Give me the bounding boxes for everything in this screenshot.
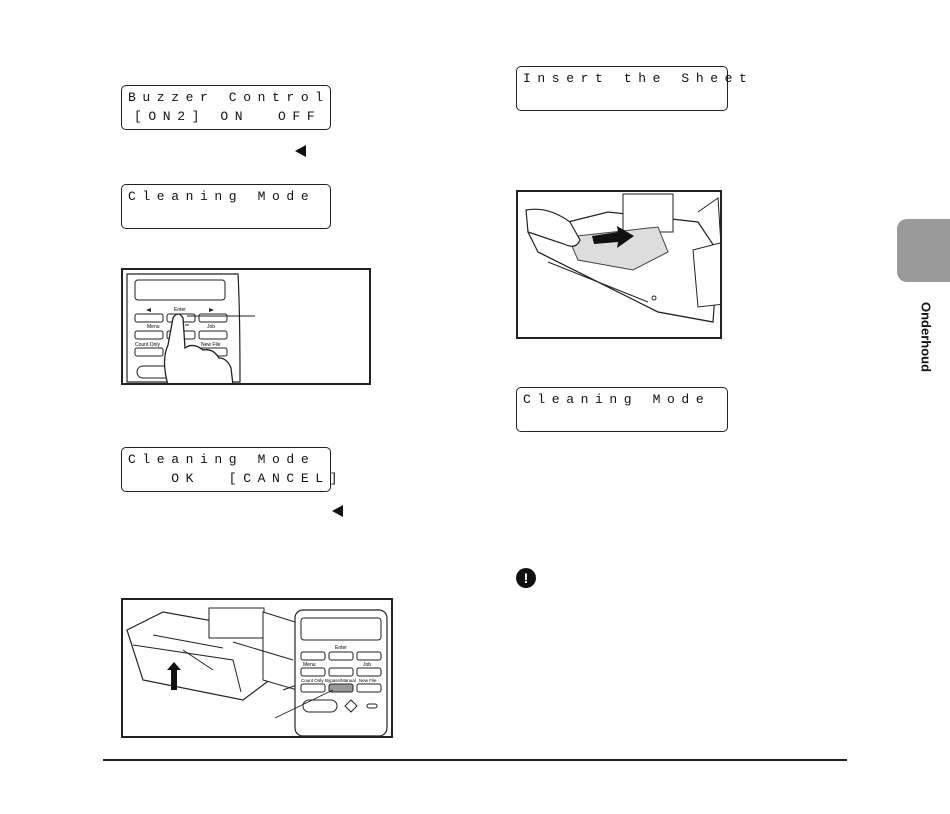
insert-sheet-illustration (518, 192, 722, 339)
illustration-scanner-tray: Enter Menu Job Count Only Bypass/Manual … (121, 598, 393, 738)
lcd-line-2: OK [CANCEL] (128, 471, 344, 486)
section-tab (897, 219, 950, 282)
new-file-label: New File (359, 678, 377, 683)
lcd-line-1: Insert the Sheet (523, 71, 753, 86)
lcd-insert-sheet: Insert the Sheet (516, 66, 728, 111)
new-file-label: New File (201, 342, 221, 348)
footer-divider (103, 759, 847, 761)
lcd-line-2: [ON2] ON OFF (134, 109, 321, 124)
keypad-illustration: Enter Menu Job Count Only New File (123, 270, 371, 385)
job-key-label: Job (207, 324, 215, 330)
section-label-text: Onderhoud (919, 302, 934, 372)
exclamation-circle-icon: ! (516, 568, 536, 588)
lcd-line-1: Cleaning Mode (128, 189, 315, 204)
lcd-line-1: Cleaning Mode (128, 452, 315, 467)
lcd-cleaning-mode: Cleaning Mode (121, 184, 331, 229)
illustration-insert-sheet (516, 190, 722, 339)
lcd-cleaning-mode-2: Cleaning Mode (516, 387, 728, 432)
job-key-label: Job (363, 662, 371, 668)
illustration-enter-press: Enter Menu Job Count Only New File (121, 268, 371, 385)
enter-key-label: Enter (174, 307, 186, 313)
menu-key-label: Menu (303, 662, 316, 668)
bypass-label: Bypass/Manual (325, 678, 356, 683)
section-label: Onderhoud (916, 292, 936, 382)
count-only-label: Count Only (135, 342, 161, 348)
lcd-line-1: Cleaning Mode (523, 392, 710, 407)
lcd-line-1: Buzzer Control (128, 90, 330, 105)
count-only-label: Count Only (301, 678, 324, 683)
triangle-left-icon (332, 505, 343, 517)
lcd-cleaning-confirm: Cleaning Mode OK [CANCEL] (121, 447, 331, 492)
lcd-buzzer-control: Buzzer Control [ON2] ON OFF (121, 85, 331, 130)
triangle-left-icon (295, 145, 306, 157)
enter-key-label: Enter (335, 645, 347, 651)
scanner-tray-illustration: Enter Menu Job Count Only Bypass/Manual … (123, 600, 393, 738)
menu-key-label: Menu (147, 324, 160, 330)
